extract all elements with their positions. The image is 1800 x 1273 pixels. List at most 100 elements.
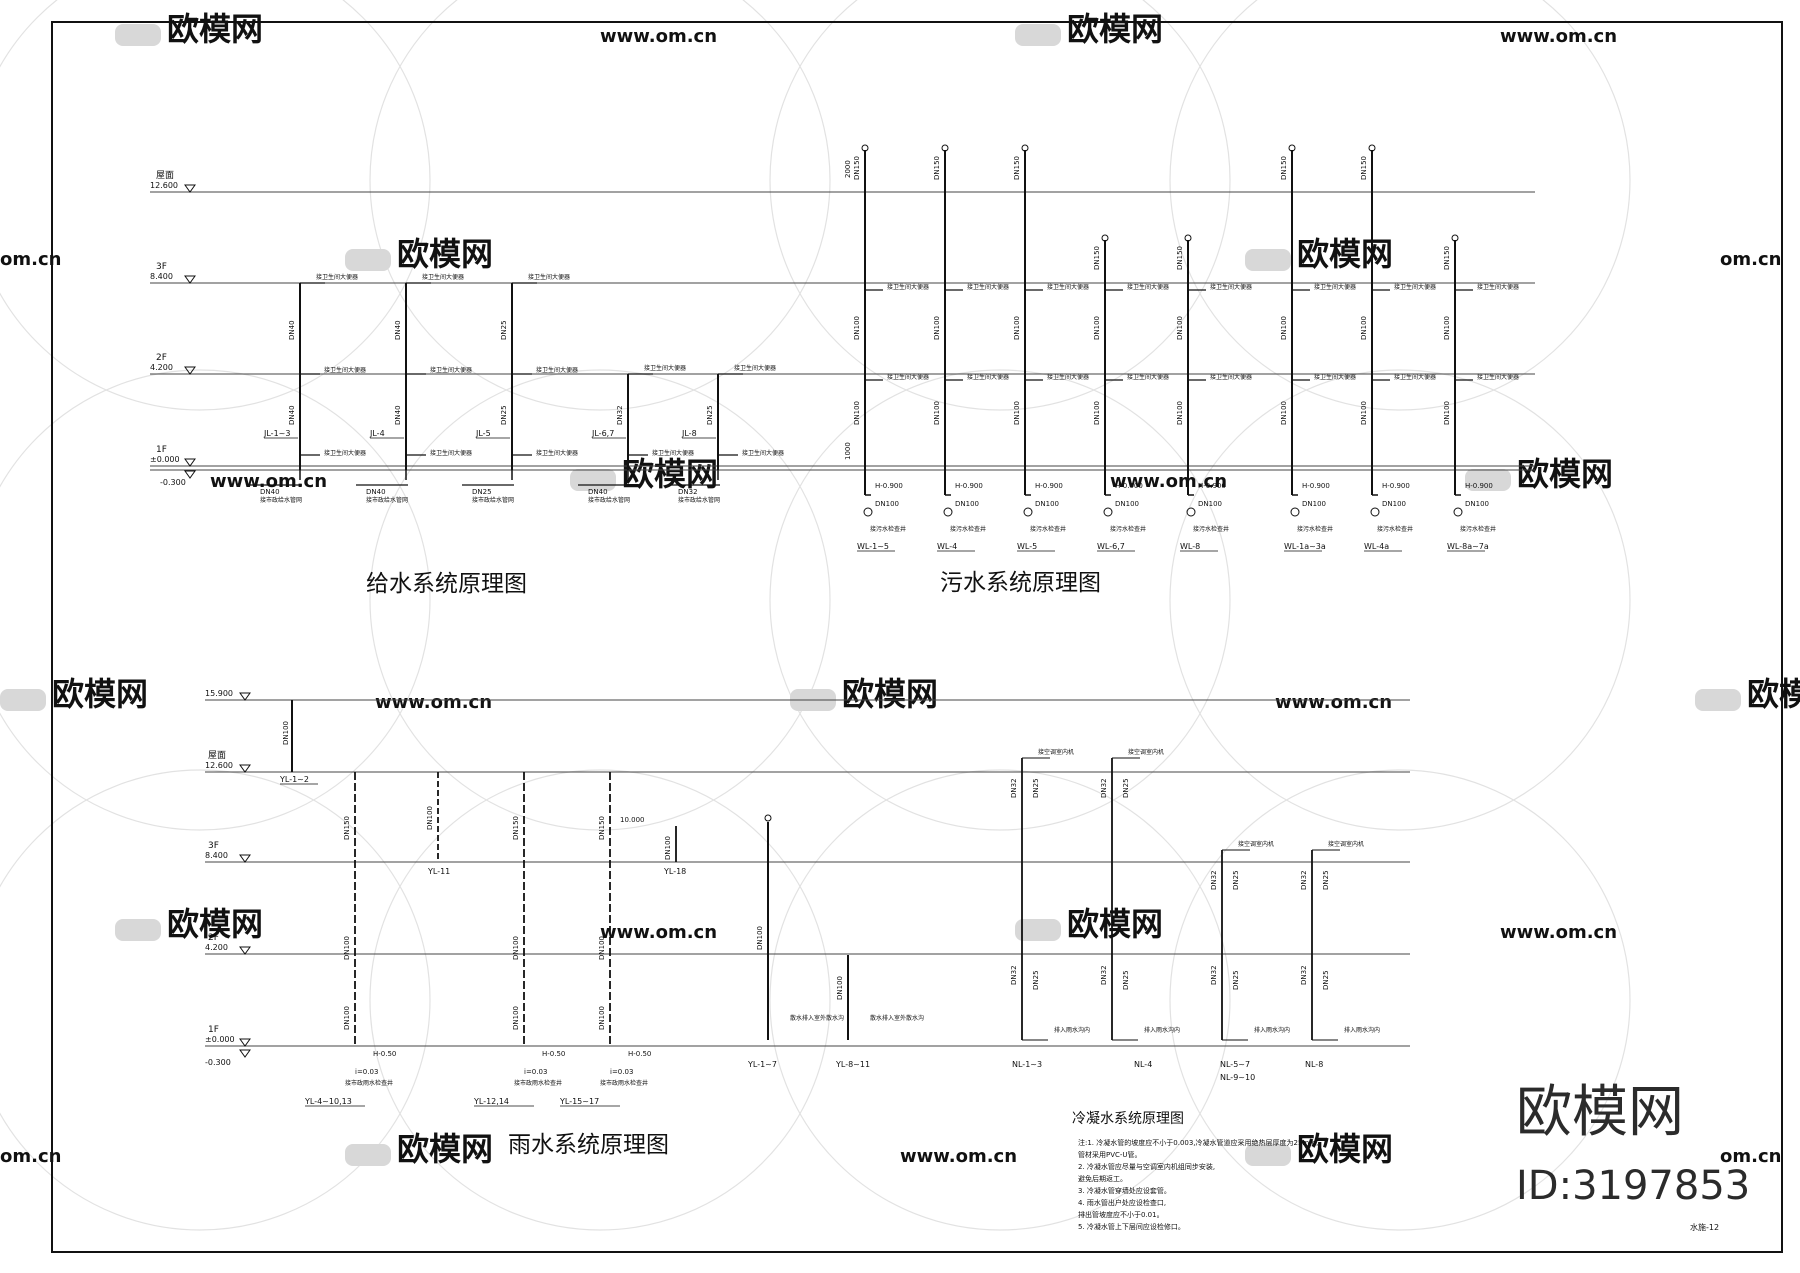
condensate-size-b: DN25 bbox=[1032, 970, 1040, 990]
sewage-outlet-size: DN100 bbox=[1115, 500, 1139, 508]
sewage-mid-size: DN100 bbox=[933, 316, 941, 340]
supply-riser-label: JL-5 bbox=[475, 429, 491, 438]
sewage-ground-height: 1000 bbox=[844, 442, 852, 460]
level-mark bbox=[239, 764, 251, 773]
sewage-outlet-note: 接污水检查井 bbox=[870, 525, 906, 533]
sewage-top-size: DN150 bbox=[1360, 156, 1368, 180]
design-note-line: 注:1. 冷凝水管的坡度应不小于0.003,冷凝水管道应采用绝热层厚度为25mm… bbox=[1078, 1138, 1318, 1147]
level-mark bbox=[239, 1038, 251, 1047]
supply-inlet-note: 接市政给水管网 bbox=[366, 496, 408, 504]
rain-riser-label: YL-18 bbox=[663, 867, 686, 876]
supply-riser-label: JL-6,7 bbox=[591, 429, 614, 438]
sewage-branch-note: 接卫生间大便器 bbox=[1394, 373, 1436, 381]
supply-branch-note: 接卫生间大便器 bbox=[536, 366, 578, 374]
sewage-manhole-icon bbox=[863, 507, 873, 517]
sewage-branch-note: 接卫生间大便器 bbox=[1314, 283, 1356, 291]
level-mark bbox=[239, 692, 251, 701]
sewage-branch-note: 接卫生间大便器 bbox=[1047, 283, 1089, 291]
rain-size: DN100 bbox=[343, 936, 351, 960]
sewage-riser-label: WL-6,7 bbox=[1097, 542, 1125, 551]
sewage-riser-label: WL-8 bbox=[1180, 542, 1200, 551]
vent-cap-icon bbox=[1101, 234, 1109, 242]
sewage-outlet-note: 接污水检查井 bbox=[1460, 525, 1496, 533]
sewage-top-size: DN150 bbox=[1280, 156, 1288, 180]
sewage-low-size: DN100 bbox=[853, 401, 861, 425]
rain-size: DN100 bbox=[282, 721, 290, 745]
supply-lower-size: DN25 bbox=[500, 405, 508, 425]
level-mark bbox=[184, 275, 196, 284]
sewage-top-size: DN150 bbox=[1176, 246, 1184, 270]
supply-lower-size: DN32 bbox=[616, 405, 624, 425]
supply-lower-size: DN25 bbox=[706, 405, 714, 425]
condensate-size-a: DN32 bbox=[1100, 778, 1108, 798]
level-mark bbox=[239, 854, 251, 863]
sewage-low-size: DN100 bbox=[1443, 401, 1451, 425]
level-name: 3F bbox=[208, 841, 219, 851]
condensate-riser-label: NL-5~7 bbox=[1220, 1060, 1250, 1069]
rain-scatter-note: 散水排入室外散水沟 bbox=[870, 1014, 924, 1022]
rain-size: DN150 bbox=[598, 816, 606, 840]
condensate-size-b: DN25 bbox=[1122, 970, 1130, 990]
level-elevation: 15.900 bbox=[205, 689, 233, 698]
sewage-outlet-elev: H-0.900 bbox=[1382, 482, 1410, 490]
sheet-number-text: 水施-12 bbox=[1690, 1223, 1720, 1232]
level-name: 2F bbox=[156, 353, 167, 363]
sewage-low-size: DN100 bbox=[1280, 401, 1288, 425]
vent-cap-icon bbox=[1368, 144, 1376, 152]
supply-branch-note: 接卫生间大便器 bbox=[430, 449, 472, 457]
sewage-outlet-note: 接污水检查井 bbox=[1297, 525, 1333, 533]
vent-cap-icon bbox=[1451, 234, 1459, 242]
rain-slope: i=0.03 bbox=[355, 1068, 378, 1076]
watermark-logo-icon bbox=[1695, 689, 1741, 711]
design-note-line: 2. 冷凝水管应尽量与空调室内机组同步安装, bbox=[1078, 1162, 1215, 1171]
level-elevation: 8.400 bbox=[205, 851, 228, 860]
sewage-manhole-icon bbox=[1290, 507, 1300, 517]
watermark-logo-icon bbox=[345, 249, 391, 271]
design-note-line: 避免后期返工。 bbox=[1078, 1174, 1127, 1183]
condensate-size-a: DN32 bbox=[1210, 870, 1218, 890]
design-note-line: 5. 冷凝水管上下层间应设检修口。 bbox=[1078, 1222, 1185, 1231]
watermark-site-text: www.om.cn bbox=[600, 26, 717, 47]
sewage-riser-label: WL-4a bbox=[1364, 542, 1389, 551]
supply-riser-label: JL-8 bbox=[681, 429, 697, 438]
condensate-top-note: 接空调室内机 bbox=[1128, 748, 1164, 756]
watermark-site-text: om.cn bbox=[0, 249, 61, 270]
sewage-outlet-elev: H-0.900 bbox=[1198, 482, 1226, 490]
sewage-outlet-note: 接污水检查井 bbox=[1110, 525, 1146, 533]
watermark-arc bbox=[369, 369, 831, 831]
watermark-arc bbox=[0, 0, 431, 411]
supply-branch-note: 接卫生间大便器 bbox=[644, 364, 686, 372]
rain-size: DN100 bbox=[512, 936, 520, 960]
sewage-branch-note: 接卫生间大便器 bbox=[1047, 373, 1089, 381]
level-elevation: ±0.000 bbox=[150, 455, 180, 464]
sewage-manhole-icon bbox=[1103, 507, 1113, 517]
watermark-arc bbox=[769, 369, 1231, 831]
rain-riser-label: YL-4~10,13 bbox=[304, 1097, 352, 1106]
sewage-manhole-icon bbox=[1186, 507, 1196, 517]
sheet-number: 水施-12 bbox=[1690, 1222, 1719, 1233]
supply-branch-note: 接卫生间大便器 bbox=[742, 449, 784, 457]
sewage-top-size: DN150 bbox=[1443, 246, 1451, 270]
watermark-arc bbox=[369, 769, 831, 1231]
condensate-size-a: DN32 bbox=[1300, 965, 1308, 985]
supply-inlet-note: 接市政给水管网 bbox=[260, 496, 302, 504]
watermark-brand-text: 欧模网 bbox=[167, 905, 263, 943]
condensate-size-b: DN25 bbox=[1122, 778, 1130, 798]
sewage-outlet-size: DN100 bbox=[875, 500, 899, 508]
sewage-outlet-elev: H-0.900 bbox=[1035, 482, 1063, 490]
supply-inlet-size: DN40 bbox=[260, 488, 280, 496]
sewage-top-size: DN150 bbox=[853, 156, 861, 180]
level-mark bbox=[239, 1049, 251, 1058]
sewage-branch-note: 接卫生间大便器 bbox=[1477, 373, 1519, 381]
supply-branch-note: 接卫生间大便器 bbox=[430, 366, 472, 374]
rain-slope: i=0.03 bbox=[524, 1068, 547, 1076]
level-mark bbox=[184, 458, 196, 467]
rain-size: DN100 bbox=[426, 806, 434, 830]
level-name: 2F bbox=[208, 933, 219, 943]
watermark-site-text: www.om.cn bbox=[1500, 922, 1617, 943]
rain-roof-elev: 10.000 bbox=[620, 816, 645, 824]
brand-watermark-text: 欧模网 bbox=[1516, 1080, 1684, 1145]
supply-branch-note: 接卫生间大便器 bbox=[528, 273, 570, 281]
vent-cap-icon bbox=[1021, 144, 1029, 152]
watermark-arc bbox=[0, 769, 431, 1231]
